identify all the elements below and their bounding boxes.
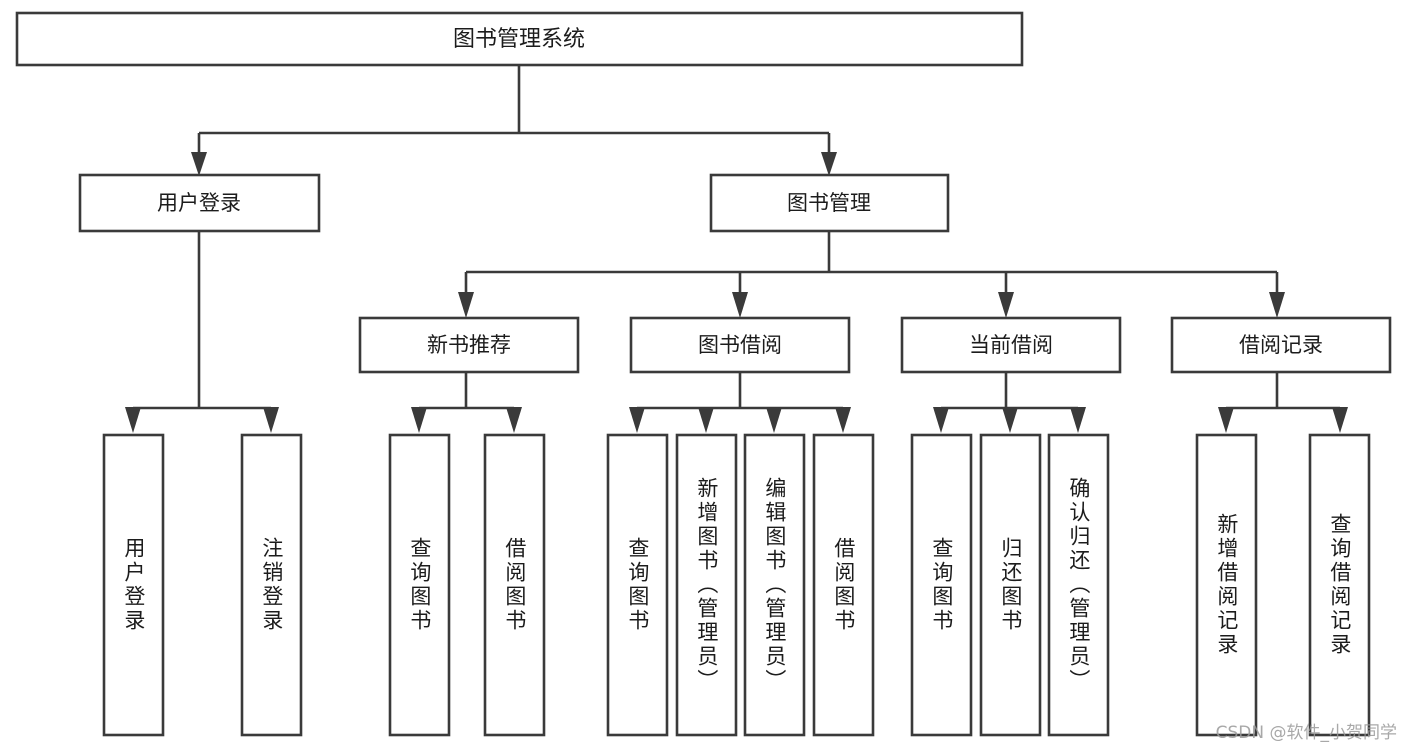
node-borrow-record-label: 借阅记录: [1239, 333, 1323, 357]
arrow-head-record: [1269, 292, 1285, 318]
leaf-box-12[interactable]: [1195, 433, 1258, 737]
node-new-book-recommend[interactable]: 新书推荐: [358, 316, 580, 374]
arrow-head-leaf-2: [263, 407, 279, 433]
arrow-head-borrow: [732, 292, 748, 318]
arrow-head-leaf-8: [835, 407, 851, 433]
node-user-login-label: 用户登录: [157, 191, 241, 215]
node-borrow-record[interactable]: 借阅记录: [1170, 316, 1392, 374]
node-book-management[interactable]: 图书管理: [709, 173, 950, 233]
arrow-head-leaf-9: [933, 407, 949, 433]
connector-group: [125, 65, 1348, 433]
arrow-head-leaf-4: [506, 407, 522, 433]
node-new-book-recommend-box[interactable]: [358, 316, 580, 374]
arrow-head-leaf-7: [766, 407, 782, 433]
arrow-head-login: [191, 152, 207, 176]
node-root-label: 图书管理系统: [453, 27, 585, 52]
arrow-head-leaf-13: [1332, 407, 1348, 433]
arrow-head-current: [998, 292, 1014, 318]
node-current-borrow[interactable]: 当前借阅: [900, 316, 1122, 374]
leaf-box-1[interactable]: [102, 433, 165, 737]
leaf-box-group: [102, 433, 1371, 737]
leaf-box-6[interactable]: [675, 433, 738, 737]
arrow-head-newbook: [458, 292, 474, 318]
node-current-borrow-label: 当前借阅: [969, 333, 1053, 357]
arrow-head-leaf-5: [629, 407, 645, 433]
leaf-box-13[interactable]: [1308, 433, 1371, 737]
node-book-management-box[interactable]: [709, 173, 950, 233]
arrow-head-bookmgmt: [821, 152, 837, 176]
leaf-box-8[interactable]: [812, 433, 875, 737]
arrow-head-leaf-12: [1218, 407, 1234, 433]
arrow-head-leaf-3: [411, 407, 427, 433]
node-user-login[interactable]: 用户登录: [78, 173, 321, 233]
node-book-borrow[interactable]: 图书借阅: [629, 316, 851, 374]
leaf-box-7[interactable]: [743, 433, 806, 737]
leaf-box-9[interactable]: [910, 433, 973, 737]
arrow-head-leaf-10: [1002, 407, 1018, 433]
node-book-borrow-box[interactable]: [629, 316, 851, 374]
node-current-borrow-box[interactable]: [900, 316, 1122, 374]
arrow-head-leaf-11: [1070, 407, 1086, 433]
watermark-text: CSDN @软件_小贺同学: [1215, 723, 1397, 743]
leaf-box-10[interactable]: [979, 433, 1042, 737]
leaf-box-4[interactable]: [483, 433, 546, 737]
leaf-box-5[interactable]: [606, 433, 669, 737]
leaf-box-2[interactable]: [240, 433, 303, 737]
node-borrow-record-box[interactable]: [1170, 316, 1392, 374]
arrow-head-leaf-6: [698, 407, 714, 433]
node-root-box[interactable]: [15, 11, 1024, 67]
node-book-borrow-label: 图书借阅: [698, 333, 782, 357]
node-new-book-recommend-label: 新书推荐: [427, 333, 511, 357]
leaf-box-3[interactable]: [388, 433, 451, 737]
node-user-login-box[interactable]: [78, 173, 321, 233]
leaf-box-11[interactable]: [1047, 433, 1110, 737]
node-book-management-label: 图书管理: [787, 191, 871, 215]
arrow-head-leaf-1: [125, 407, 141, 433]
node-root[interactable]: 图书管理系统: [15, 11, 1024, 67]
